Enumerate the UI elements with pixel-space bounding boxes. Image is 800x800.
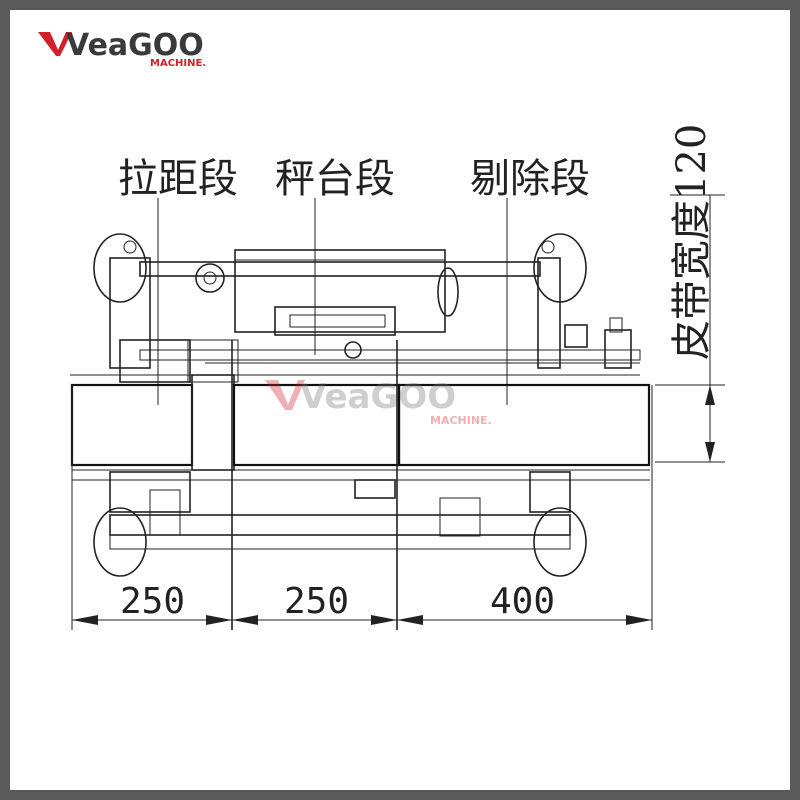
watermark-subtitle: MACHINE. xyxy=(430,414,492,427)
bracket-left-2 xyxy=(187,339,239,383)
gauge-dial xyxy=(195,263,225,293)
brand-name: VeaGOO xyxy=(66,28,204,63)
caster-wheel-top-left xyxy=(93,233,147,303)
arrow-3-right xyxy=(626,615,652,625)
reject-actuator xyxy=(564,324,588,348)
section-label-spacing: 拉距段 xyxy=(118,156,238,202)
lower-post-left xyxy=(149,489,181,536)
belt-width-label: 皮带宽度120 xyxy=(669,124,715,360)
control-panel xyxy=(274,306,396,336)
belt-rail-upper xyxy=(139,349,641,361)
arrow-2-right xyxy=(371,615,397,625)
arrow-1-right xyxy=(206,615,232,625)
frame-post-right xyxy=(537,257,561,369)
watermark-name: VeaGOO xyxy=(300,377,456,417)
dimension-spacing: 250 xyxy=(120,581,185,622)
lower-frame xyxy=(93,471,587,577)
technical-drawing: VeaGOO MACHINE. 拉距段 秤台段 剔除段 皮带宽度120 xyxy=(38,28,725,630)
dimension-weighing: 250 xyxy=(284,581,349,622)
motor-housing xyxy=(234,249,446,333)
weigh-sensor xyxy=(344,341,362,359)
wheel-hub-tr xyxy=(541,240,555,254)
lower-frame-tube xyxy=(109,514,571,536)
arrow-2-left xyxy=(232,615,258,625)
bracket-left xyxy=(119,339,191,383)
lower-sensor xyxy=(354,479,396,499)
belt-spacing xyxy=(70,383,194,467)
pneumatic-valve xyxy=(604,329,632,369)
frame-tube-top xyxy=(139,261,541,277)
upper-frame xyxy=(70,233,641,383)
brand-logo: VeaGOO MACHINE. xyxy=(38,28,206,69)
logo-v-mark xyxy=(38,32,72,56)
drawing-canvas: VeaGOO MACHINE. 拉距段 秤台段 剔除段 皮带宽度120 xyxy=(10,10,790,790)
arrow-1-left xyxy=(72,615,98,625)
display-slot xyxy=(289,314,386,328)
belt-width-dimension xyxy=(655,194,725,463)
arrow-down xyxy=(705,442,715,462)
valve-cap xyxy=(609,317,623,333)
belt-gap-1 xyxy=(191,374,235,471)
motor-end-cap xyxy=(437,267,459,317)
watermark: VeaGOO MACHINE. xyxy=(265,377,492,427)
caster-wheel-bottom-right xyxy=(533,507,587,577)
wheel-hub-tl xyxy=(123,240,137,254)
arrow-up xyxy=(705,385,715,405)
lower-post-mid xyxy=(439,497,481,537)
section-label-reject: 剔除段 xyxy=(470,156,590,202)
bottom-dimensions: 250 250 400 xyxy=(72,581,652,625)
dimension-reject: 400 xyxy=(490,581,555,622)
lower-bracket-right xyxy=(529,471,571,513)
brand-subtitle: MACHINE. xyxy=(150,58,206,69)
lower-frame-tube-2 xyxy=(109,534,571,550)
belt-reject xyxy=(397,383,651,467)
watermark-v-mark xyxy=(265,380,305,410)
arrow-3-left xyxy=(397,615,423,625)
caster-wheel-bottom-left xyxy=(93,507,147,577)
section-label-weighing: 秤台段 xyxy=(275,156,395,202)
frame-post-left xyxy=(109,257,151,369)
gauge-center xyxy=(203,271,217,285)
